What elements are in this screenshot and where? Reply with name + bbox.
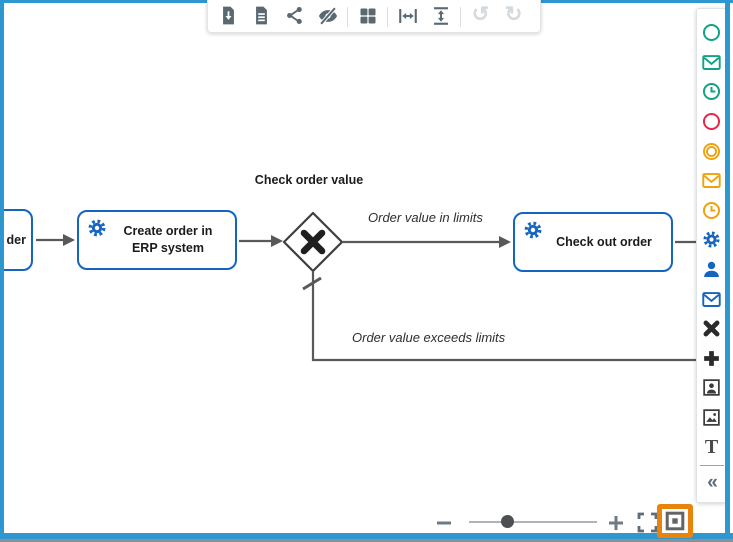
- flow-exceeds-limits[interactable]: [311, 272, 697, 362]
- toolbar-separator: [387, 6, 388, 27]
- palette-end-event[interactable]: [697, 107, 727, 137]
- fit-width-button[interactable]: [391, 3, 424, 29]
- hide-preview-button[interactable]: [311, 3, 344, 29]
- element-palette: T «: [696, 8, 727, 503]
- palette-message-start-event[interactable]: [697, 48, 727, 78]
- palette-start-event[interactable]: [697, 18, 727, 48]
- eye-off-icon: [317, 5, 339, 27]
- palette-divider: [699, 464, 724, 466]
- zoom-in-button[interactable]: [605, 512, 627, 534]
- task-check-out-label: Check out order: [556, 234, 652, 249]
- arrowhead: [499, 236, 511, 248]
- service-task-gear-icon: [522, 219, 544, 241]
- undo-button[interactable]: ↺: [464, 3, 497, 29]
- nested-squares-icon: [663, 509, 687, 533]
- document-icon: [251, 5, 272, 26]
- task-create-order-label: Create order in ERP system: [123, 224, 213, 255]
- palette-service-task[interactable]: [697, 225, 727, 255]
- gateway-label[interactable]: Check order value: [254, 173, 364, 187]
- frame-border-right: [725, 0, 730, 539]
- palette-send-task[interactable]: [697, 284, 727, 314]
- palette-image[interactable]: [697, 403, 727, 433]
- task-check-out[interactable]: Check out order: [513, 212, 673, 272]
- frame-border-bottom: [0, 533, 733, 539]
- intermediate-event-icon: [701, 141, 722, 162]
- zoom-out-button[interactable]: [433, 512, 455, 534]
- default-flow-marker: [302, 276, 322, 291]
- bottom-gray-strip: [0, 539, 733, 542]
- zoom-slider-track[interactable]: [469, 521, 597, 523]
- download-file-icon: [218, 5, 239, 26]
- palette-exclusive-gateway[interactable]: [697, 314, 727, 344]
- task-create-order[interactable]: Create order in ERP system: [77, 210, 237, 270]
- timer-intermediate-event-icon: [701, 200, 722, 221]
- download-file-button[interactable]: [212, 3, 245, 29]
- palette-collapse-button[interactable]: «: [697, 468, 727, 498]
- fit-height-icon: [430, 5, 452, 27]
- grid-icon: [358, 6, 378, 26]
- frame-border-left: [0, 0, 4, 539]
- end-event-icon: [701, 111, 722, 132]
- envelope-icon: [701, 289, 722, 310]
- minus-icon: [433, 512, 455, 534]
- person-icon: [701, 259, 722, 280]
- palette-timer-start-event[interactable]: [697, 77, 727, 107]
- grid-button[interactable]: [351, 3, 384, 29]
- fit-screen-button[interactable]: [637, 512, 658, 533]
- document-button[interactable]: [245, 3, 278, 29]
- gear-icon: [701, 229, 722, 250]
- start-event-icon: [701, 22, 722, 43]
- fit-width-icon: [397, 5, 419, 27]
- top-toolbar: ↺ ↻: [207, 0, 541, 33]
- arrowhead: [271, 235, 283, 247]
- timer-start-event-icon: [701, 81, 722, 102]
- palette-message-intermediate-event[interactable]: [697, 166, 727, 196]
- plus-gateway-icon: [701, 348, 722, 369]
- image-icon: [701, 407, 722, 428]
- toolbar-separator: [347, 6, 348, 27]
- collapse-chevrons-icon: «: [707, 471, 717, 493]
- task-partial[interactable]: der: [0, 209, 33, 271]
- portrait-icon: [701, 377, 722, 398]
- palette-text[interactable]: T: [697, 432, 727, 462]
- zoom-slider-thumb[interactable]: [501, 515, 514, 528]
- share-icon: [284, 5, 305, 26]
- undo-icon: ↺: [471, 3, 490, 26]
- redo-button[interactable]: ↻: [497, 3, 530, 29]
- exclusive-gateway-shape[interactable]: [282, 211, 344, 273]
- palette-user-task[interactable]: [697, 255, 727, 285]
- overview-button-active[interactable]: [657, 504, 693, 538]
- message-start-event-icon: [701, 52, 722, 73]
- toolbar-separator: [460, 6, 461, 27]
- fit-screen-icon: [637, 512, 658, 533]
- service-task-gear-icon: [86, 217, 108, 239]
- fit-height-button[interactable]: [424, 3, 457, 29]
- share-button[interactable]: [278, 3, 311, 29]
- x-gateway-icon: [701, 318, 722, 339]
- palette-parallel-gateway[interactable]: [697, 344, 727, 374]
- text-tool-icon: T: [704, 436, 719, 459]
- task-partial-label: der: [6, 232, 26, 247]
- arrowhead: [63, 234, 75, 246]
- message-intermediate-event-icon: [701, 170, 722, 191]
- palette-intermediate-event[interactable]: [697, 136, 727, 166]
- flow-label-exceeds[interactable]: Order value exceeds limits: [352, 330, 506, 345]
- redo-icon: ↻: [504, 3, 523, 26]
- palette-portrait[interactable]: [697, 373, 727, 403]
- plus-icon: [605, 512, 627, 534]
- palette-timer-intermediate-event[interactable]: [697, 196, 727, 226]
- flow-label-in-limits[interactable]: Order value in limits: [368, 210, 483, 225]
